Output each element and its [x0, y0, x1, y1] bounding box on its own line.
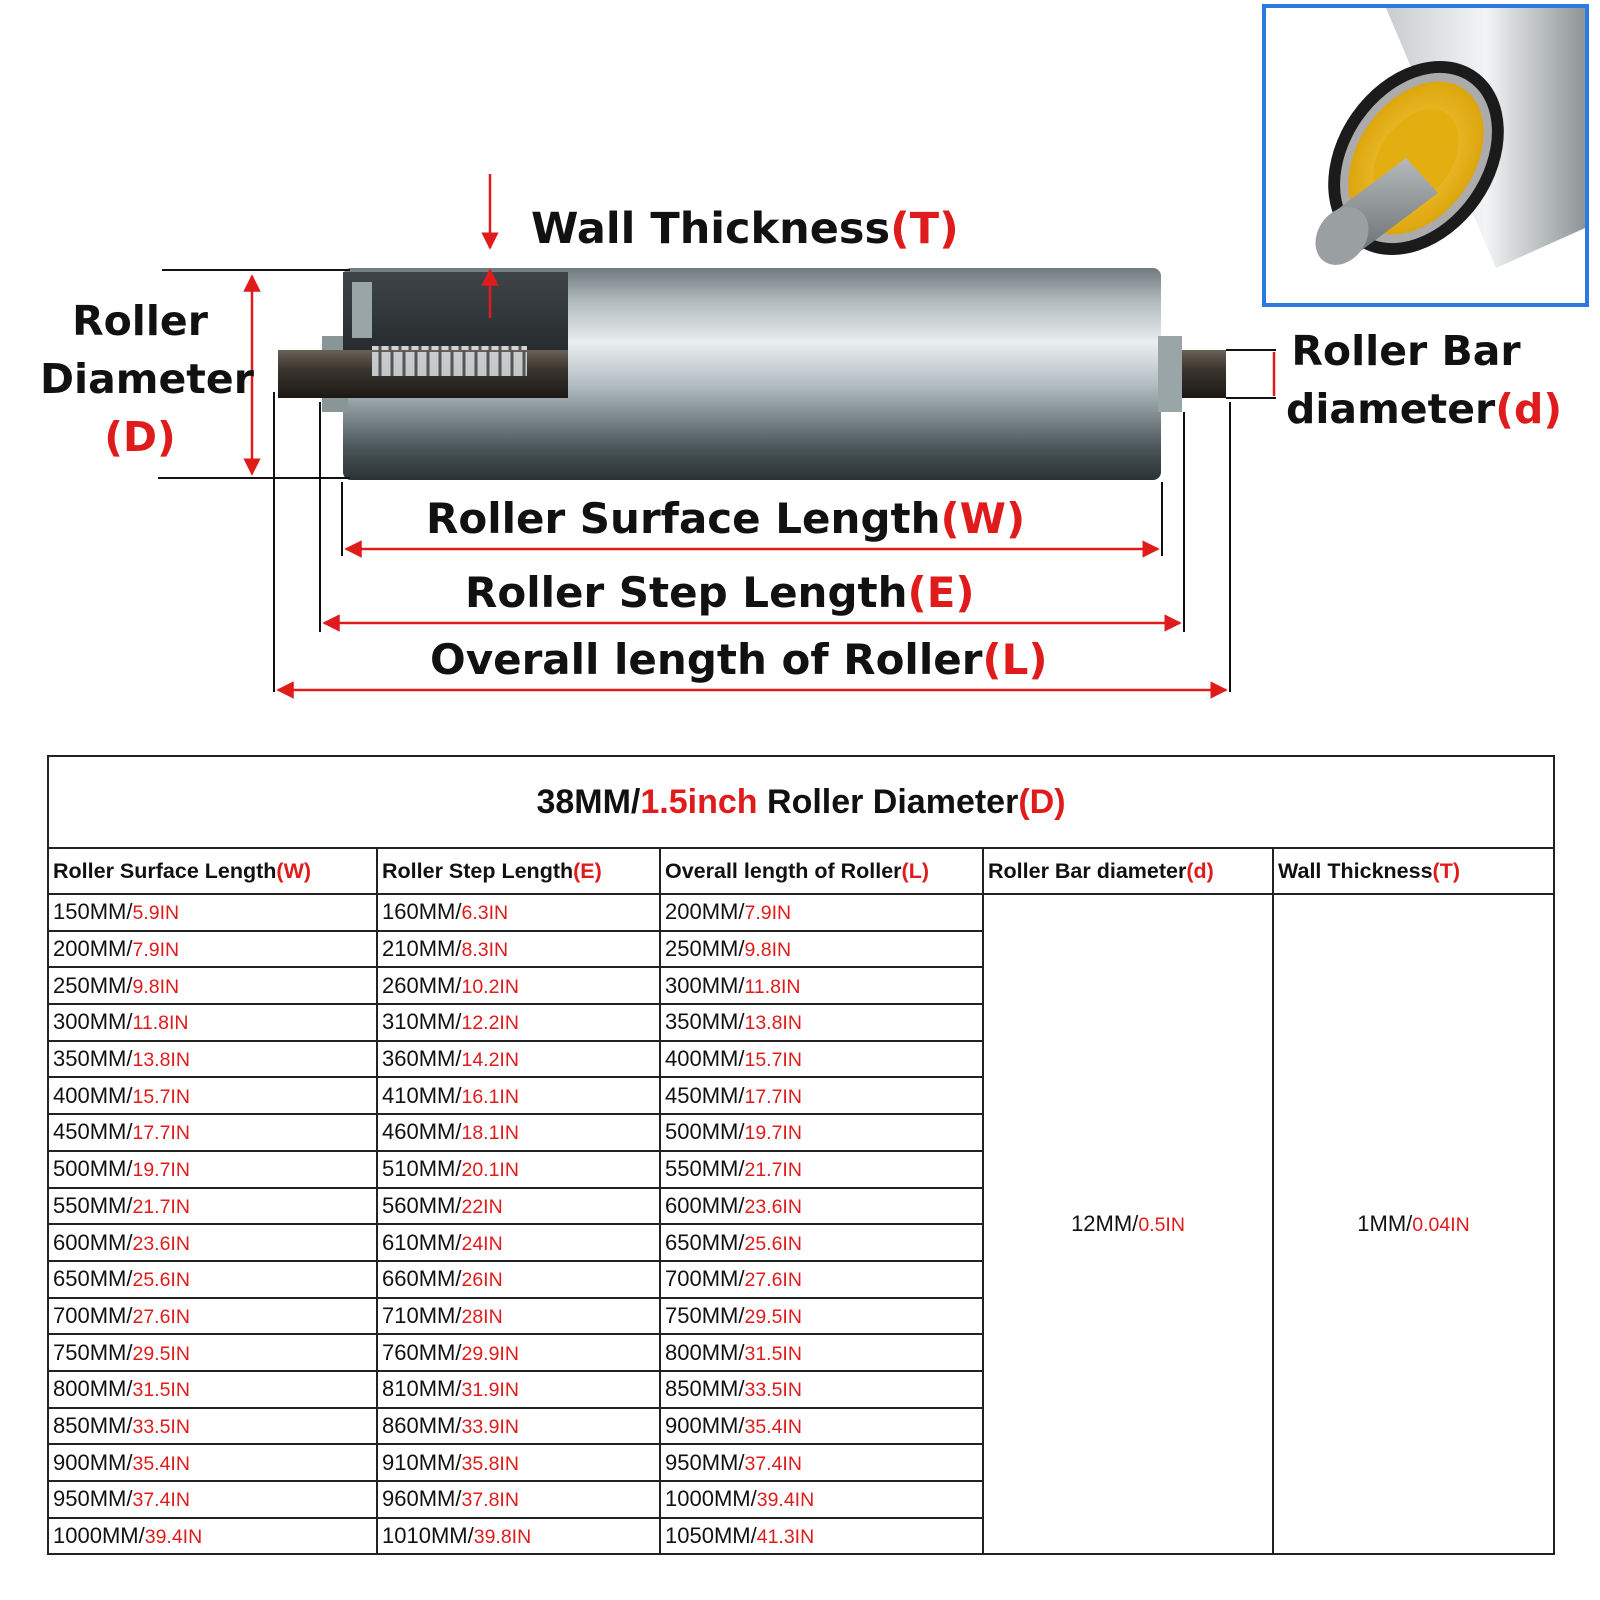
- cell-overall-length: 700MM/27.6IN: [659, 1259, 984, 1299]
- header-surface-length: Roller Surface Length(W): [47, 847, 378, 895]
- cell-step-length: 910MM/35.8IN: [376, 1443, 661, 1482]
- cell-surface-length: 550MM/21.7IN: [47, 1186, 378, 1226]
- step-length-label: Roller Step Length(E): [465, 568, 975, 617]
- cell-step-length: 360MM/14.2IN: [376, 1039, 661, 1079]
- cell-step-length: 460MM/18.1IN: [376, 1113, 661, 1152]
- header-step-length: Roller Step Length(E): [376, 847, 661, 895]
- cell-bar-diameter: 12MM/0.5IN: [982, 892, 1274, 1556]
- cell-step-length: 860MM/33.9IN: [376, 1406, 661, 1446]
- wall-thickness-label: Wall Thickness(T): [531, 204, 959, 254]
- cell-step-length: 310MM/12.2IN: [376, 1003, 661, 1042]
- cell-overall-length: 650MM/25.6IN: [659, 1223, 984, 1262]
- cell-step-length: 210MM/8.3IN: [376, 929, 661, 969]
- cell-step-length: 660MM/26IN: [376, 1259, 661, 1299]
- cell-step-length: 610MM/24IN: [376, 1223, 661, 1262]
- cell-step-length: 760MM/29.9IN: [376, 1333, 661, 1372]
- cell-surface-length: 650MM/25.6IN: [47, 1259, 378, 1299]
- cell-step-length: 260MM/10.2IN: [376, 966, 661, 1006]
- cell-overall-length: 550MM/21.7IN: [659, 1149, 984, 1189]
- cell-overall-length: 400MM/15.7IN: [659, 1039, 984, 1079]
- cell-step-length: 810MM/31.9IN: [376, 1369, 661, 1409]
- cell-surface-length: 1000MM/39.4IN: [47, 1516, 378, 1556]
- header-wall-thickness: Wall Thickness(T): [1272, 847, 1555, 895]
- cell-step-length: 160MM/6.3IN: [376, 893, 661, 932]
- roller-drawing: [158, 174, 1276, 699]
- roller-bar-diameter-label: Roller Bar diameter(d): [1286, 327, 1563, 433]
- roller-end-closeup-image: [1262, 4, 1589, 307]
- cell-overall-length: 200MM/7.9IN: [659, 893, 984, 932]
- cell-surface-length: 150MM/5.9IN: [47, 893, 378, 932]
- overall-length-label: Overall length of Roller(L): [430, 635, 1048, 684]
- cell-surface-length: 350MM/13.8IN: [47, 1039, 378, 1079]
- right-step: [1158, 336, 1182, 412]
- roller-spec-table: 38MM/1.5inch Roller Diameter(D) Roller S…: [47, 755, 1555, 1556]
- header-bar-diameter: Roller Bar diameter(d): [982, 847, 1274, 895]
- cell-overall-length: 500MM/19.7IN: [659, 1113, 984, 1152]
- table-title: 38MM/1.5inch Roller Diameter(D): [47, 755, 1555, 849]
- cell-overall-length: 900MM/35.4IN: [659, 1406, 984, 1446]
- cell-overall-length: 750MM/29.5IN: [659, 1296, 984, 1336]
- cell-step-length: 560MM/22IN: [376, 1186, 661, 1226]
- cell-surface-length: 950MM/37.4IN: [47, 1480, 378, 1519]
- cell-surface-length: 500MM/19.7IN: [47, 1149, 378, 1189]
- cell-wall-thickness: 1MM/0.04IN: [1272, 892, 1555, 1556]
- cell-step-length: 960MM/37.8IN: [376, 1480, 661, 1519]
- cell-surface-length: 600MM/23.6IN: [47, 1223, 378, 1262]
- cell-overall-length: 850MM/33.5IN: [659, 1369, 984, 1409]
- cell-overall-length: 1050MM/41.3IN: [659, 1516, 984, 1556]
- cell-step-length: 1010MM/39.8IN: [376, 1516, 661, 1556]
- cell-surface-length: 850MM/33.5IN: [47, 1406, 378, 1446]
- cell-surface-length: 900MM/35.4IN: [47, 1443, 378, 1482]
- cell-surface-length: 750MM/29.5IN: [47, 1333, 378, 1372]
- cell-overall-length: 800MM/31.5IN: [659, 1333, 984, 1372]
- cell-overall-length: 350MM/13.8IN: [659, 1003, 984, 1042]
- cell-overall-length: 600MM/23.6IN: [659, 1186, 984, 1226]
- cell-overall-length: 250MM/9.8IN: [659, 929, 984, 969]
- cell-surface-length: 200MM/7.9IN: [47, 929, 378, 969]
- cell-surface-length: 700MM/27.6IN: [47, 1296, 378, 1336]
- cell-surface-length: 300MM/11.8IN: [47, 1003, 378, 1042]
- cell-surface-length: 450MM/17.7IN: [47, 1113, 378, 1152]
- cell-overall-length: 300MM/11.8IN: [659, 966, 984, 1006]
- surface-length-label: Roller Surface Length(W): [426, 494, 1026, 543]
- cell-overall-length: 450MM/17.7IN: [659, 1076, 984, 1116]
- cell-step-length: 510MM/20.1IN: [376, 1149, 661, 1189]
- right-axle: [1182, 350, 1226, 398]
- cell-surface-length: 800MM/31.5IN: [47, 1369, 378, 1409]
- header-overall-length: Overall length of Roller(L): [659, 847, 984, 895]
- roller-dimension-diagram: Wall Thickness(T) Roller Diameter (D) Ro…: [0, 0, 1600, 720]
- cell-surface-length: 400MM/15.7IN: [47, 1076, 378, 1116]
- cell-overall-length: 950MM/37.4IN: [659, 1443, 984, 1482]
- cell-step-length: 710MM/28IN: [376, 1296, 661, 1336]
- cell-overall-length: 1000MM/39.4IN: [659, 1480, 984, 1519]
- cell-surface-length: 250MM/9.8IN: [47, 966, 378, 1006]
- roller-diameter-label: Roller Diameter (D): [40, 297, 254, 461]
- cell-step-length: 410MM/16.1IN: [376, 1076, 661, 1116]
